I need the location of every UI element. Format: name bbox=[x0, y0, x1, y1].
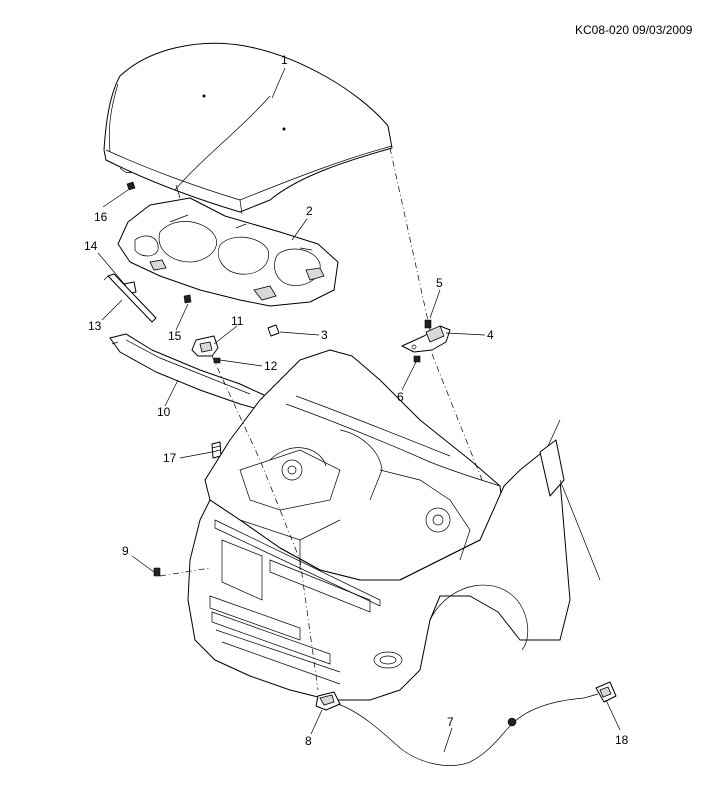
assembly-phantom-lines bbox=[159, 147, 483, 691]
leader-lines bbox=[97, 67, 621, 753]
clip-part-3 bbox=[267, 324, 280, 337]
grommet-part-15 bbox=[183, 294, 192, 304]
hood-bumper-part-16 bbox=[126, 181, 136, 191]
hood-panel bbox=[103, 42, 393, 215]
callout-12: 12 bbox=[264, 359, 278, 373]
hood-bumper-part-17 bbox=[211, 441, 222, 459]
callout-7: 7 bbox=[447, 715, 454, 729]
bolt-part-5 bbox=[424, 319, 432, 329]
callout-15: 15 bbox=[168, 329, 182, 343]
callout-2: 2 bbox=[306, 204, 313, 218]
clip-part-9 bbox=[153, 567, 161, 577]
callout-16: 16 bbox=[94, 210, 108, 224]
diagram-reference-code: KC08-020 09/03/2009 bbox=[575, 23, 693, 37]
callout-18: 18 bbox=[615, 733, 629, 747]
callout-13: 13 bbox=[88, 319, 102, 333]
callout-4: 4 bbox=[487, 328, 494, 342]
callout-11: 11 bbox=[231, 314, 244, 328]
callout-9: 9 bbox=[122, 544, 129, 558]
callout-10: 10 bbox=[157, 405, 171, 419]
callout-17: 17 bbox=[163, 451, 177, 465]
vehicle-front-body bbox=[187, 349, 601, 701]
hood-latch-bracket-part-11 bbox=[191, 335, 219, 357]
hood-hinge-part-4 bbox=[401, 325, 451, 353]
callout-labels: 1 2 3 4 5 6 7 8 9 10 11 12 13 14 15 16 1… bbox=[84, 53, 629, 748]
hood-insulator-pad bbox=[117, 197, 339, 307]
callout-1: 1 bbox=[281, 53, 288, 67]
callout-5: 5 bbox=[436, 276, 443, 290]
front-upper-brace-part-10 bbox=[109, 333, 267, 411]
hood-release-handle-part-8 bbox=[315, 691, 341, 711]
callout-6: 6 bbox=[397, 390, 404, 404]
screw-part-12 bbox=[213, 357, 221, 364]
callout-8: 8 bbox=[305, 734, 312, 748]
hood-support-rod-part-13 bbox=[103, 273, 157, 323]
hood-release-cable-part-7 bbox=[337, 693, 599, 766]
callout-14: 14 bbox=[84, 239, 98, 253]
nut-part-6 bbox=[413, 355, 421, 363]
callout-3: 3 bbox=[321, 328, 328, 342]
hood-latch-part-18 bbox=[595, 681, 617, 703]
